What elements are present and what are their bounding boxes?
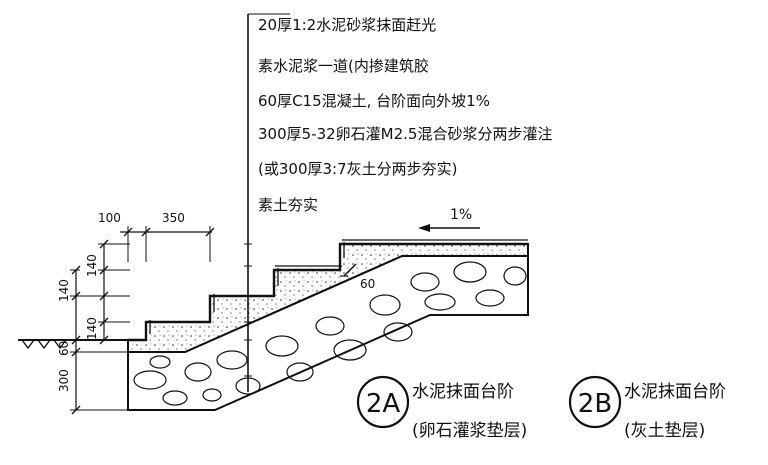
layer-note: (或300厚3:7灰土分两步夯实) xyxy=(258,160,457,178)
layer-note: 素水泥浆一道(内掺建筑胶 xyxy=(258,57,429,75)
detail-subtitle: (灰土垫层) xyxy=(624,421,705,441)
stair-profile xyxy=(128,242,528,342)
vertical-dimensions: 140 140 140 60 300 xyxy=(57,239,130,415)
layer-leader xyxy=(244,13,290,392)
detail-tag-2a: 2A 水泥抹面台阶 (卵石灌浆垫层) xyxy=(356,375,527,441)
detail-title: 水泥抹面台阶 xyxy=(412,382,514,402)
dim-nosing: 100 xyxy=(98,211,121,225)
arrow-left-icon xyxy=(418,224,430,232)
layer-notes: 20厚1:2水泥砂浆抹面赶光 素水泥浆一道(内掺建筑胶 60厚C15混凝土, 台… xyxy=(258,16,552,214)
concrete-thickness-label: 60 xyxy=(360,277,375,291)
dim-riser-low: 140 xyxy=(85,317,99,340)
concrete-thickness-callout: 60 xyxy=(340,263,375,291)
dim-slab: 60 xyxy=(57,341,71,356)
layer-note: 300厚5-32卵石灌M2.5混合砂浆分两步灌注 xyxy=(258,125,552,143)
ground-line xyxy=(18,339,128,350)
cobblestone-pattern xyxy=(133,261,527,406)
slope-label: 1% xyxy=(450,207,472,223)
dim-riser-top: 140 xyxy=(85,254,99,277)
slope-indicator: 1% xyxy=(418,207,480,232)
detail-subtitle: (卵石灌浆垫层) xyxy=(412,421,527,441)
layer-note: 素土夯实 xyxy=(258,196,318,214)
detail-circle-2b xyxy=(568,375,622,429)
detail-id: 2A xyxy=(366,389,401,419)
detail-title: 水泥抹面台阶 xyxy=(624,382,726,402)
layer-note: 60厚C15混凝土, 台阶面向外坡1% xyxy=(258,92,490,110)
dim-riser-mid: 140 xyxy=(57,279,71,302)
detail-circle-2a xyxy=(356,375,410,429)
detail-id: 2B xyxy=(578,389,612,419)
horizontal-dimensions: 100 350 xyxy=(98,211,215,262)
dim-tread: 350 xyxy=(162,211,185,225)
detail-tag-2b: 2B 水泥抹面台阶 (灰土垫层) xyxy=(568,375,726,441)
layer-note: 20厚1:2水泥砂浆抹面赶光 xyxy=(258,16,436,34)
dim-cushion: 300 xyxy=(57,369,71,392)
